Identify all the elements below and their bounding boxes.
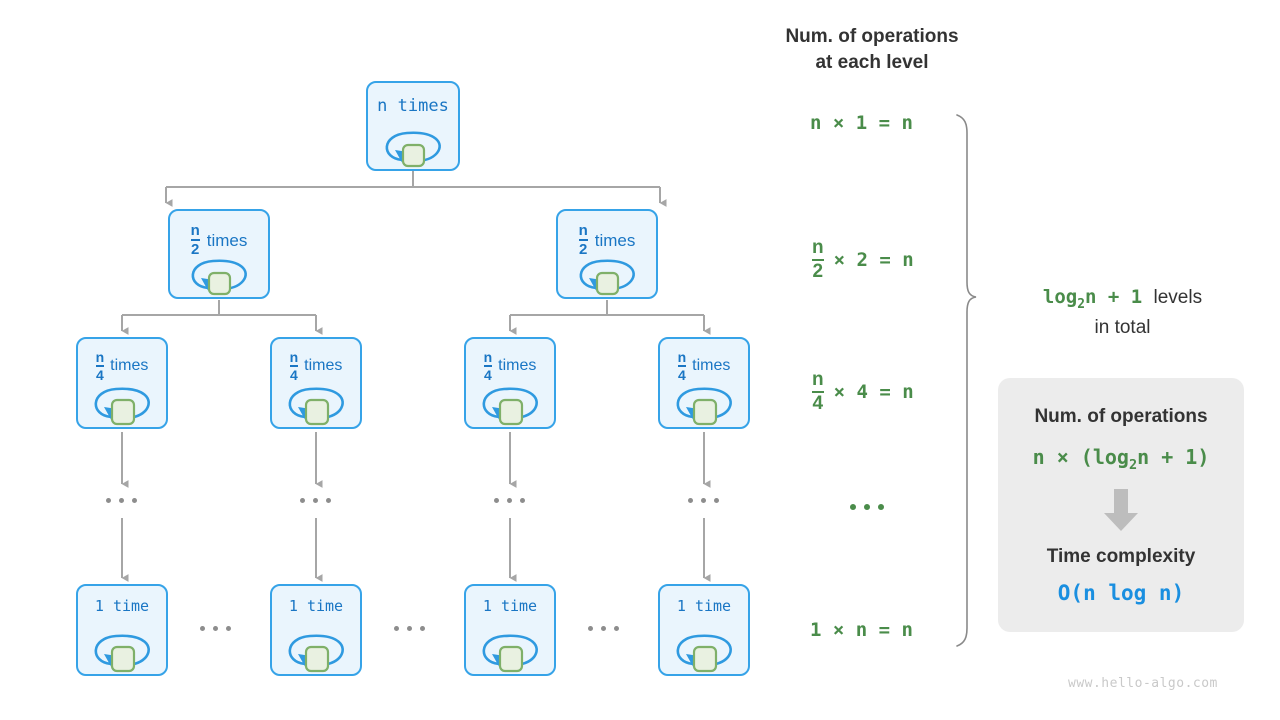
horizontal-ellipsis-3	[588, 626, 619, 631]
summary-heading-complexity: Time complexity	[1046, 546, 1196, 567]
self-loop-icon	[676, 387, 732, 426]
self-loop-icon	[482, 634, 538, 673]
levels-suffix: levels	[1153, 287, 1203, 308]
node-leaf-c[interactable]: 1 time	[464, 584, 556, 676]
down-arrow-icon	[1104, 489, 1138, 531]
self-loop-icon	[94, 387, 150, 426]
self-loop-icon	[191, 259, 247, 296]
node-l2-b[interactable]: n 2 times	[556, 209, 658, 299]
self-loop-icon	[482, 387, 538, 426]
node-l2-a-label: n 2 times	[190, 222, 248, 258]
levels-in-total-note: log2n + 1 levels in total	[1000, 283, 1245, 343]
levels-formula: log2n + 1	[1042, 286, 1143, 312]
node-leaf-d-label: 1 time	[676, 597, 732, 615]
horizontal-ellipsis-2	[394, 626, 425, 631]
node-root[interactable]: n times	[366, 81, 460, 171]
node-l3-c[interactable]: n 4 times	[464, 337, 556, 429]
operations-column-title: Num. of operations at each level	[760, 24, 984, 75]
eq-level-2-rest: × 2 = n	[833, 248, 914, 271]
eq-level-last-text: 1 × n = n	[810, 619, 913, 641]
node-leaf-b-label: 1 time	[288, 597, 344, 615]
vertical-ellipsis-b	[300, 498, 331, 503]
node-l3-d-label: n 4 times	[677, 349, 731, 383]
self-loop-icon	[385, 131, 441, 168]
self-loop-icon	[676, 634, 732, 673]
levels-brace	[956, 114, 977, 647]
node-l3-d[interactable]: n 4 times	[658, 337, 750, 429]
vertical-ellipsis-c	[494, 498, 525, 503]
operations-column-title-line2: at each level	[815, 51, 929, 73]
eq-level-1: n × 1 = n	[810, 112, 913, 134]
node-leaf-a-label: 1 time	[94, 597, 150, 615]
eq-level-last: 1 × n = n	[810, 619, 913, 641]
eq-ellipsis	[850, 504, 884, 510]
node-leaf-c-label: 1 time	[482, 597, 538, 615]
watermark: www.hello-algo.com	[1068, 676, 1218, 691]
horizontal-ellipsis-1	[200, 626, 231, 631]
node-l3-a[interactable]: n 4 times	[76, 337, 168, 429]
self-loop-icon	[579, 259, 635, 296]
summary-big-o: O(n log n)	[1057, 581, 1185, 605]
summary-card: Num. of operations n × (log2n + 1) Time …	[998, 378, 1244, 632]
eq-level-3-rest: × 4 = n	[833, 380, 914, 403]
node-leaf-b[interactable]: 1 time	[270, 584, 362, 676]
summary-formula: n × (log2n + 1)	[1032, 445, 1210, 473]
node-leaf-a[interactable]: 1 time	[76, 584, 168, 676]
node-l3-c-label: n 4 times	[483, 349, 537, 383]
node-root-label: n times	[377, 96, 449, 116]
operations-column-title-line1: Num. of operations	[785, 26, 959, 47]
node-l2-a[interactable]: n 2 times	[168, 209, 270, 299]
node-l3-b-label: n 4 times	[289, 349, 343, 383]
levels-line2: in total	[1094, 317, 1151, 339]
node-l3-b[interactable]: n 4 times	[270, 337, 362, 429]
self-loop-icon	[94, 634, 150, 673]
eq-level-2: n 2 × 2 = n	[812, 238, 914, 281]
self-loop-icon	[288, 387, 344, 426]
node-leaf-d[interactable]: 1 time	[658, 584, 750, 676]
summary-heading-operations: Num. of operations	[1034, 406, 1208, 427]
eq-level-3-fraction: n 4	[812, 369, 824, 414]
vertical-ellipsis-d	[688, 498, 719, 503]
self-loop-icon	[288, 634, 344, 673]
eq-level-3: n 4 × 4 = n	[812, 370, 914, 413]
node-l2-b-label: n 2 times	[578, 222, 636, 258]
eq-level-2-fraction: n 2	[812, 237, 824, 282]
vertical-ellipsis-a	[106, 498, 137, 503]
eq-level-1-text: n × 1 = n	[810, 112, 913, 134]
node-l3-a-label: n 4 times	[95, 349, 149, 383]
